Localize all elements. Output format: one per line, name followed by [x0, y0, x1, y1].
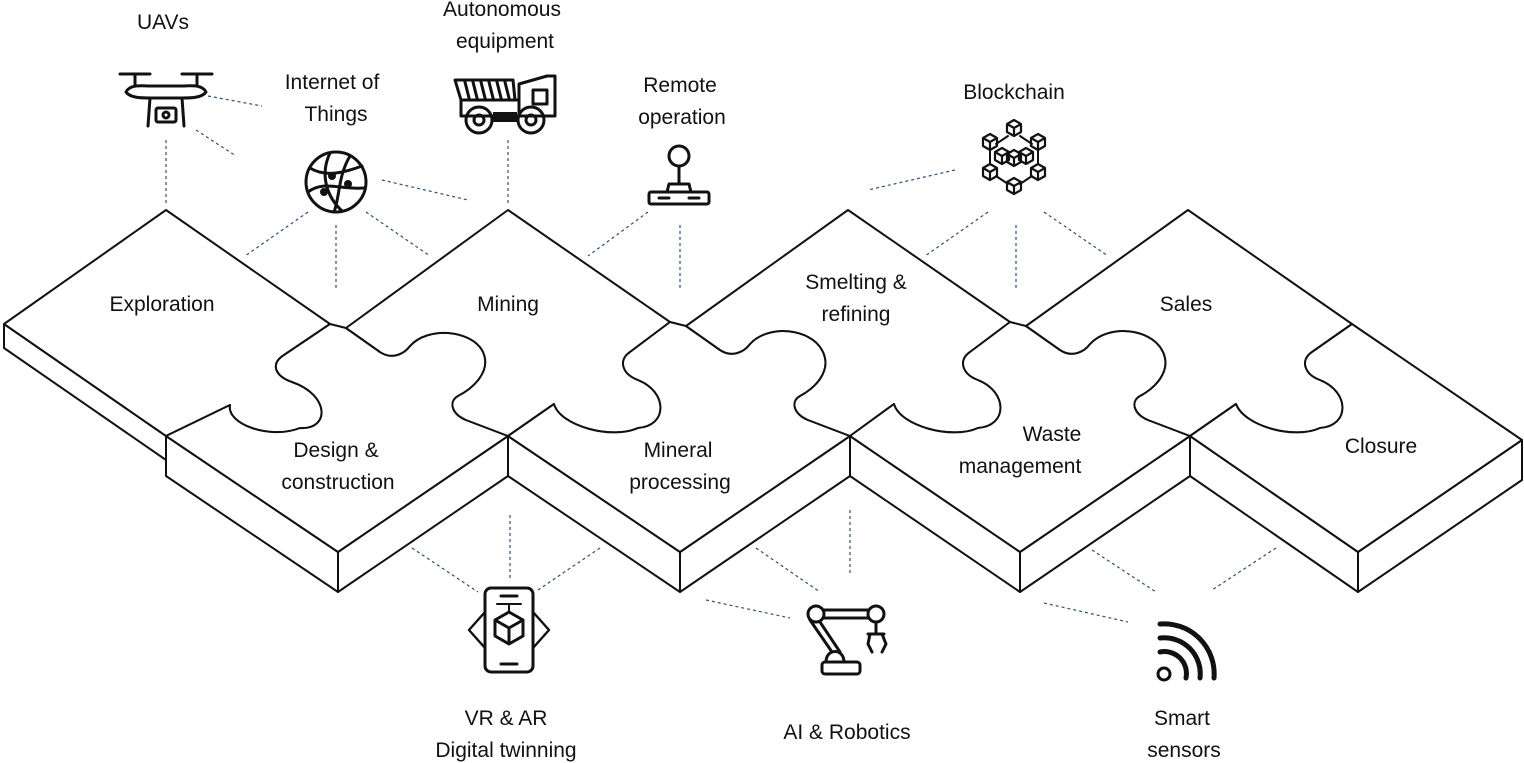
wireless-signal-icon	[1156, 621, 1217, 682]
tech-label-blockchain: Blockchain	[963, 81, 1065, 104]
stage-label-sales: Sales	[1160, 293, 1213, 316]
piece-closure	[1189, 323, 1523, 593]
dump-truck-icon	[453, 74, 557, 135]
stage-label-closure: Closure	[1345, 435, 1417, 458]
puzzle-pieces	[3, 209, 1523, 593]
robotic-arm-icon	[806, 604, 888, 676]
joystick-icon	[647, 144, 711, 206]
stage-label-mining: Mining	[477, 293, 539, 316]
stage-labels: Exploration Design &construction Mining …	[109, 271, 1417, 494]
stage-label-exploration: Exploration	[109, 293, 214, 316]
piece-mineral-processing	[507, 321, 851, 593]
stage-label-smelting-refining: Smelting &refining	[805, 271, 907, 326]
connector-lines	[165, 95, 1277, 623]
piece-exploration	[3, 209, 331, 461]
drone-icon	[118, 72, 214, 128]
globe-network-icon	[304, 150, 368, 214]
ar-phone-icon	[467, 586, 551, 674]
stage-label-design-construction: Design &construction	[281, 439, 394, 494]
blockchain-cubes-icon	[981, 118, 1047, 196]
tech-label-ai-robotics: AI & Robotics	[783, 721, 910, 744]
tech-label-uavs: UAVs	[137, 11, 189, 34]
piece-waste-management	[849, 321, 1191, 593]
